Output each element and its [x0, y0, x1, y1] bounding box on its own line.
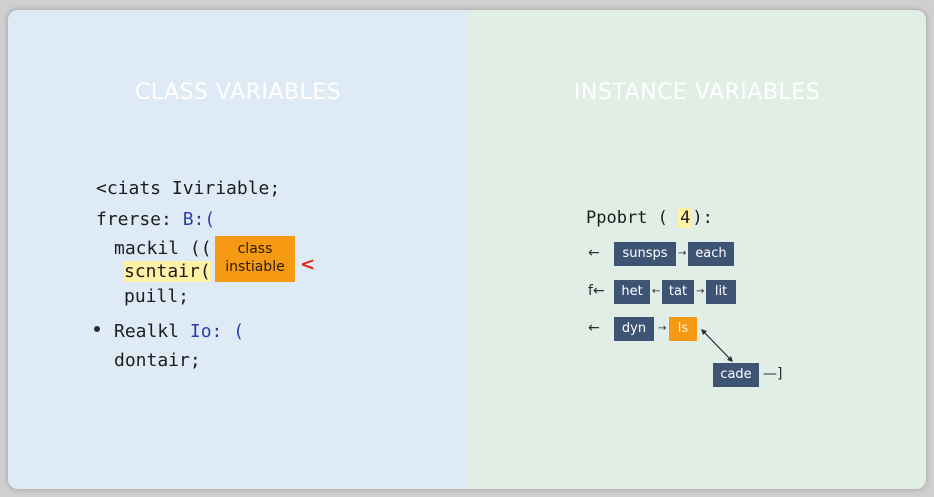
- row3-arrow-icon: →: [658, 323, 667, 334]
- code-line-2: frerse: B:(: [96, 209, 215, 230]
- bullet-dot: [94, 326, 100, 332]
- diagram-frame: CLASS VARIABLES INSTANCE VARIABLES <ciat…: [8, 10, 926, 489]
- row2-arrow-1-icon: ←: [652, 286, 661, 297]
- callout-line-2: instiable: [225, 259, 285, 275]
- instance-variables-title: INSTANCE VARIABLES: [573, 80, 821, 105]
- code-line-6-text: Realkl: [114, 321, 190, 342]
- code-line-1: <ciats Iviriable;: [96, 178, 281, 199]
- port-header-number: 4: [678, 208, 693, 228]
- row1-arrow-icon: →: [678, 248, 687, 259]
- port-header: Ppobrt ( 4):: [586, 208, 713, 228]
- port-header-text: Ppobrt (: [586, 208, 679, 228]
- node-ls: ls: [669, 317, 697, 341]
- code-line-2-text: frerse:: [96, 209, 183, 230]
- code-line-6: Realkl Io: (: [114, 321, 244, 342]
- row1-left-arrow-icon: ←: [588, 245, 600, 261]
- node-sunsps: sunsps: [614, 242, 676, 266]
- node-each: each: [688, 242, 734, 266]
- cade-tail-glyph: —]: [763, 366, 783, 382]
- node-cade: cade: [713, 363, 759, 387]
- node-dyn: dyn: [614, 317, 654, 341]
- diagonal-connector-icon: [701, 329, 733, 362]
- callout-arrow-icon: <: [300, 254, 316, 275]
- code-line-4-highlight: scntair(: [124, 261, 211, 282]
- code-line-3: mackil ((: [114, 238, 212, 259]
- instance-variables-panel: INSTANCE VARIABLES: [468, 10, 926, 489]
- port-header-tail: ):: [692, 208, 713, 228]
- node-lit: lit: [706, 280, 736, 304]
- code-line-4: scntair(: [124, 261, 211, 282]
- row2-lead-glyph: f←: [588, 283, 605, 299]
- node-tat: tat: [662, 280, 694, 304]
- row2-arrow-2-icon: →: [696, 286, 705, 297]
- callout-line-1: class: [237, 241, 273, 257]
- code-line-5: puill;: [124, 286, 190, 307]
- code-line-2-keyword: B:(: [182, 209, 216, 230]
- row3-left-arrow-icon: ←: [588, 320, 600, 336]
- code-line-6-keyword: Io: (: [189, 321, 245, 342]
- class-instiable-callout: class instiable: [215, 236, 295, 282]
- class-variables-title: CLASS VARIABLES: [134, 80, 342, 105]
- code-line-7: dontair;: [114, 350, 201, 371]
- node-het: het: [614, 280, 650, 304]
